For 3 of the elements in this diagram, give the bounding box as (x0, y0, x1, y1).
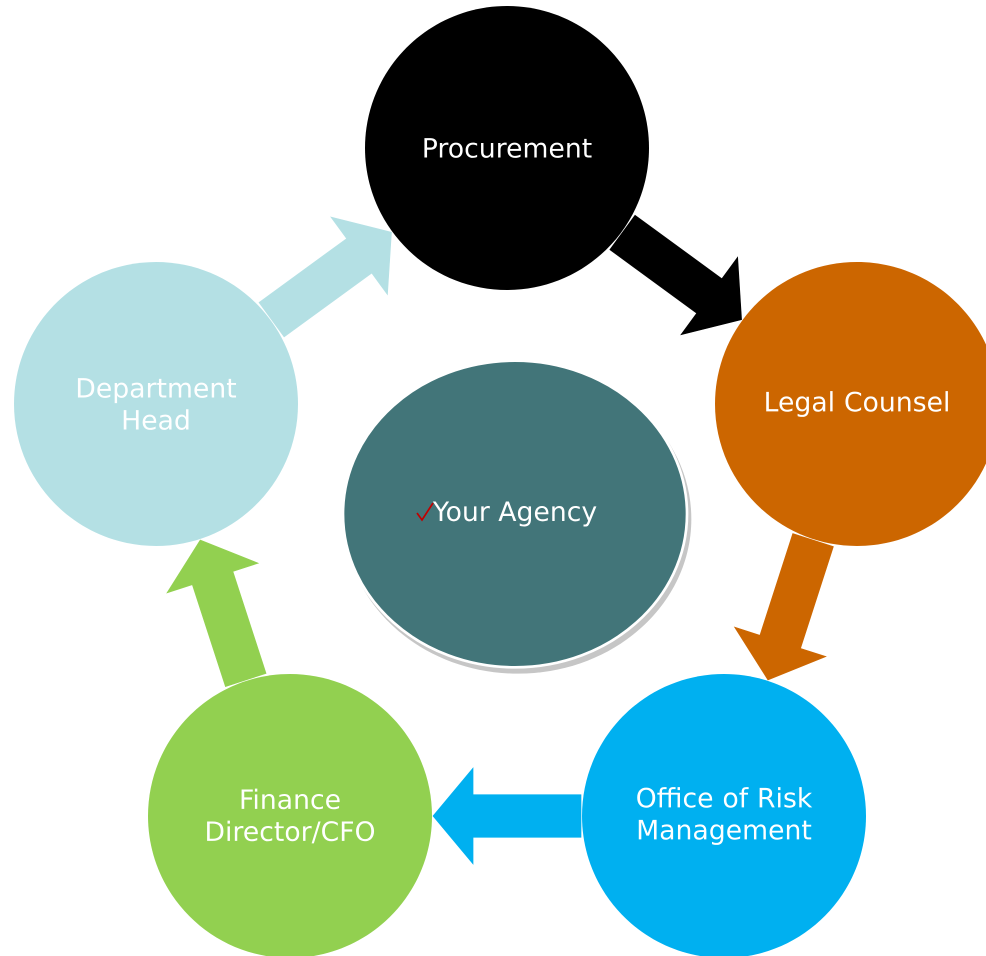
block-arrow (432, 767, 582, 865)
block-arrow (258, 216, 392, 338)
block-arrow (734, 533, 834, 680)
